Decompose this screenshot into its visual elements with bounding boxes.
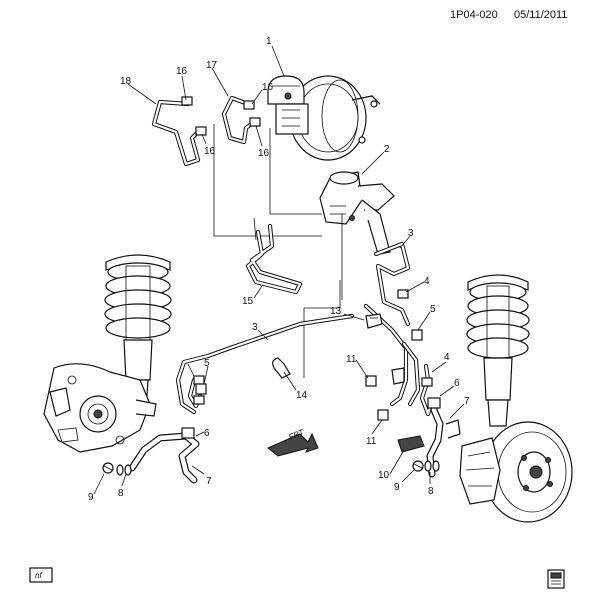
brake-hose-left <box>128 427 200 484</box>
brake-pipe-4-right <box>419 363 435 417</box>
brake-pipe-15 <box>245 223 303 295</box>
bolt-9-left <box>102 462 114 474</box>
strut-spring-icon <box>466 274 530 427</box>
clip-5-right <box>411 329 423 341</box>
callout-6-left: 6 <box>204 428 210 439</box>
callout-17: 17 <box>206 60 218 71</box>
callout-2: 2 <box>384 144 390 155</box>
callout-16-b: 16 <box>262 82 274 93</box>
callout-6-right: 6 <box>454 378 460 389</box>
callout-7-right: 7 <box>464 396 470 407</box>
reference-lines <box>213 124 343 378</box>
brake-rotor-icon <box>459 421 573 523</box>
callout-16-d: 16 <box>258 148 270 159</box>
callout-3-left: 3 <box>252 322 258 333</box>
footer-tag: nf <box>29 567 53 583</box>
brake-pipe-3-left <box>175 303 421 415</box>
doc-date: 05/11/2011 <box>514 9 567 21</box>
knuckle-icon <box>43 363 157 453</box>
brake-pipe-18 <box>151 96 207 167</box>
brake-pipe-3-right <box>373 241 411 327</box>
brake-hose-right <box>426 397 461 478</box>
strut-spring-icon <box>104 254 172 411</box>
callout-5-left: 5 <box>204 358 210 369</box>
callout-9-left: 9 <box>88 492 94 503</box>
doc-id: 1P04-020 <box>450 9 498 21</box>
callout-13: 13 <box>330 306 342 317</box>
callout-4-upper: 4 <box>424 276 430 287</box>
washer-8-right <box>424 460 440 472</box>
bolt-9-right <box>412 460 424 472</box>
brake-pipe-17 <box>221 95 261 145</box>
front-arrow-icon: FRT <box>267 427 319 457</box>
callouts: 1 2 3 3 4 4 5 5 6 6 7 7 8 8 9 9 10 11 11… <box>88 36 470 503</box>
bracket-12 <box>391 367 405 385</box>
callout-11-upper: 11 <box>346 354 357 365</box>
clip-11-lower <box>377 409 389 421</box>
brake-booster-icon <box>289 75 381 161</box>
master-cylinder-icon <box>267 75 309 135</box>
callout-1: 1 <box>266 36 272 47</box>
callout-7-left: 7 <box>206 476 212 487</box>
callout-11-lower: 11 <box>366 436 377 447</box>
bracket-10 <box>397 435 425 453</box>
washer-8-left <box>116 464 132 476</box>
clip-11-upper <box>365 375 377 387</box>
footer-tag-text: nf <box>35 571 42 580</box>
callout-4-right: 4 <box>444 352 450 363</box>
callout-3-right: 3 <box>408 228 414 239</box>
clip-5-left <box>195 383 207 395</box>
callout-14: 14 <box>296 390 308 401</box>
callout-15: 15 <box>242 296 254 307</box>
callout-16-a: 16 <box>176 66 188 77</box>
callout-5-right: 5 <box>430 304 436 315</box>
callout-8-right: 8 <box>428 486 434 497</box>
book-icon <box>547 569 565 589</box>
clip-14 <box>272 357 291 379</box>
callout-16-c: 16 <box>204 146 216 157</box>
abs-modulator-icon <box>319 171 395 255</box>
leader-lines <box>93 45 465 495</box>
callout-18: 18 <box>120 76 132 87</box>
callout-10: 10 <box>378 470 390 481</box>
clip-13 <box>365 313 383 329</box>
callout-8-left: 8 <box>118 488 124 499</box>
callout-9-right: 9 <box>394 482 400 493</box>
